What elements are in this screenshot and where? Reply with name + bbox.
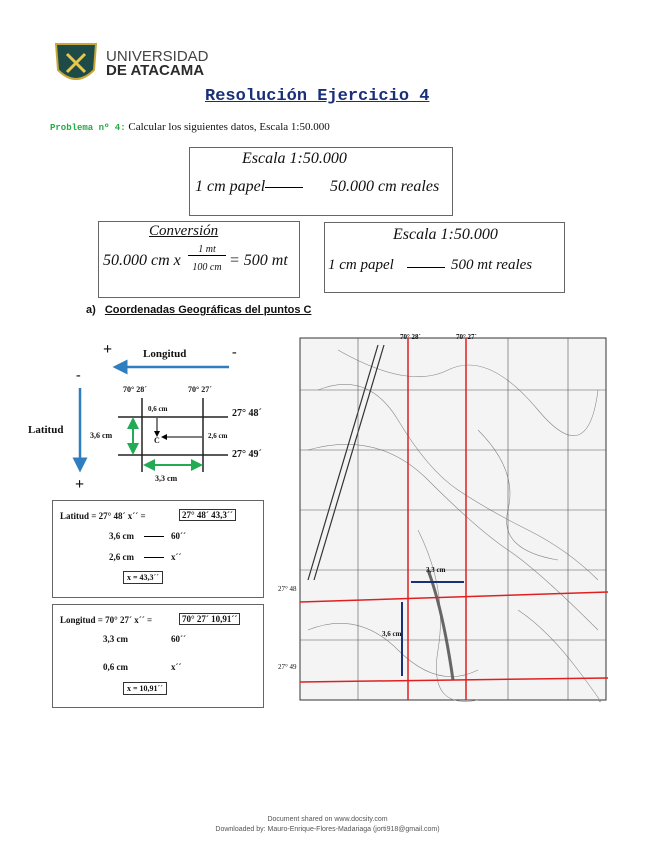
longitude-result: 70° 27´ 10,91´´: [179, 613, 241, 625]
scale-box-mt: Escala 1:50.000 1 cm papel 500 mt reales: [324, 222, 565, 293]
scale-title: Escala 1:50.000: [242, 150, 347, 167]
arrow-icon: [265, 187, 303, 188]
distance-label: 2,6 cm: [208, 432, 228, 440]
conversion-den: 100 cm: [192, 262, 222, 273]
distance-label: 3,6 cm: [90, 431, 113, 440]
scale-box-cm: Escala 1:50.000 1 cm papel 50.000 cm rea…: [189, 147, 453, 216]
map-lon-label: 70° 28´: [400, 333, 421, 341]
scale-right: 500 mt reales: [451, 257, 533, 273]
ratio-value: 60´´: [171, 531, 186, 541]
ratio-value: 2,6 cm: [109, 552, 134, 562]
ratio-value: 3,3 cm: [103, 634, 128, 644]
conversion-lhs: 50.000 cm x: [103, 252, 181, 269]
point-c-label: C: [154, 436, 160, 445]
lon-label: 70° 27´: [188, 385, 212, 394]
arrow-icon: [144, 536, 164, 537]
conversion-rhs: = 500 mt: [229, 252, 288, 269]
lon-label: 70° 28´: [123, 385, 147, 394]
lat-label: 27° 49´: [232, 449, 262, 460]
longitud-label: Longitud: [143, 348, 187, 360]
map-distance-label: 3,6 cm: [382, 630, 402, 638]
page-title: Resolución Ejercicio 4: [205, 87, 430, 106]
minus-sign: -: [232, 345, 237, 360]
scale-left: 1 cm papel: [195, 178, 266, 195]
latitude-calculation: Latitud = 27° 48´ x´´ = 27° 48´ 43,3´´ 3…: [52, 500, 264, 598]
ratio-value: 0,6 cm: [103, 662, 128, 672]
conversion-num: 1 mt: [188, 244, 226, 256]
distance-label: 0,6 cm: [148, 405, 168, 413]
diagram-lines: [72, 359, 229, 473]
latitude-result: 27° 48´ 43,3´´: [179, 509, 236, 521]
ratio-value: 60´´: [171, 634, 186, 644]
arrow-icon: [407, 267, 445, 268]
university-crest-icon: [54, 43, 98, 80]
logo-line2: DE ATACAMA: [106, 62, 205, 79]
map-lat-label: 27° 48: [278, 585, 297, 593]
map-lat-label: 27° 49: [278, 663, 297, 671]
longitude-x-result: x = 10,91´´: [123, 682, 167, 695]
ratio-value: 3,6 cm: [109, 531, 134, 541]
scale-left: 1 cm papel: [328, 257, 394, 273]
section-heading: Coordenadas Geográficas del puntos C: [104, 304, 312, 316]
coordinate-diagram: + Longitud - - + Latitud 70° 28´ 70° 27´…: [0, 0, 290, 500]
longitude-equation: Longitud = 70° 27´ x´´ =: [60, 615, 153, 625]
scale-right: 50.000 cm reales: [330, 178, 440, 195]
problem-text: Calcular los siguientes datos, Escala 1:…: [128, 121, 330, 133]
minus-sign: -: [76, 368, 81, 383]
lat-label: 27° 48´: [232, 408, 262, 419]
distance-label: 3,3 cm: [155, 474, 178, 483]
footer-line2: Downloaded by: Mauro-Enrique-Flores-Mada…: [215, 826, 440, 833]
conversion-title: Conversión: [149, 223, 219, 239]
ratio-value: x´´: [171, 552, 182, 562]
ratio-value: x´´: [171, 662, 182, 672]
problem-label: Problema nº 4:: [50, 123, 126, 133]
map-distance-label: 3,3 cm: [426, 566, 446, 574]
footer-line1: Document shared on www.docsity.com: [267, 816, 388, 823]
conversion-box: Conversión 50.000 cm x 1 mt 100 cm = 500…: [98, 221, 300, 298]
arrow-icon: [144, 557, 164, 558]
scale-title: Escala 1:50.000: [393, 226, 498, 243]
logo-line1: UNIVERSIDAD: [106, 48, 209, 65]
footer: Document shared on www.docsity.com Downl…: [0, 815, 655, 835]
map-lon-label: 70° 27´: [456, 333, 477, 341]
longitude-calculation: Longitud = 70° 27´ x´´ = 70° 27´ 10,91´´…: [52, 604, 264, 708]
map-drawing: [299, 337, 609, 703]
latitude-equation: Latitud = 27° 48´ x´´ =: [60, 511, 146, 521]
latitud-label: Latitud: [28, 424, 64, 436]
plus-sign: +: [75, 476, 85, 493]
section-label: a): [86, 304, 96, 316]
plus-sign: +: [103, 341, 113, 358]
latitude-x-result: x = 43,3´´: [123, 571, 163, 584]
topographic-map: 70° 28´ 70° 27´ 27° 48 27° 49 3,3 cm 3,6…: [278, 330, 612, 703]
